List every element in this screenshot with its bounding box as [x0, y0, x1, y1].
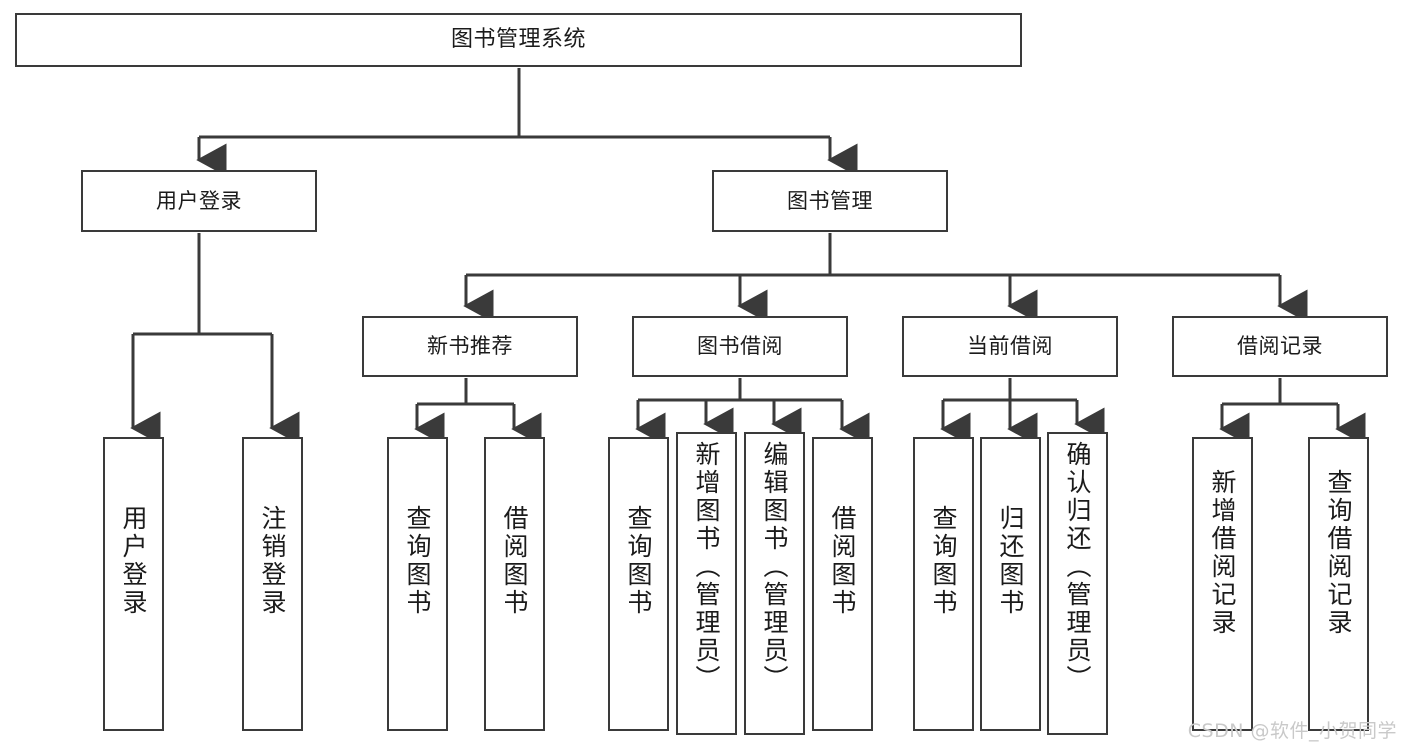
node-borrowing-record[interactable]: 借阅记录 — [1172, 316, 1388, 377]
node-label: 查询图书 — [403, 505, 432, 617]
leaf-add-borrow-record[interactable]: 新增借阅记录 — [1192, 437, 1253, 731]
leaf-logout-login[interactable]: 注销登录 — [242, 437, 303, 731]
node-new-book-recommendation[interactable]: 新书推荐 — [362, 316, 578, 377]
node-label: 确认归还（管理员） — [1063, 441, 1092, 693]
leaf-add-book-admin[interactable]: 新增图书（管理员） — [676, 432, 737, 735]
node-current-borrowing[interactable]: 当前借阅 — [902, 316, 1118, 377]
node-label: 图书借阅 — [697, 334, 783, 359]
node-label: 借阅图书 — [500, 505, 529, 617]
node-book-management[interactable]: 图书管理 — [712, 170, 948, 232]
leaf-return-book[interactable]: 归还图书 — [980, 437, 1041, 731]
node-label: 查询图书 — [929, 505, 958, 617]
node-label: 编辑图书（管理员） — [760, 441, 789, 693]
node-label: 新书推荐 — [427, 334, 513, 359]
leaf-query-book-3[interactable]: 查询图书 — [913, 437, 974, 731]
leaf-edit-book-admin[interactable]: 编辑图书（管理员） — [744, 432, 805, 735]
node-label: 图书管理系统 — [450, 27, 586, 53]
node-label: 当前借阅 — [967, 334, 1053, 359]
node-label: 新增借阅记录 — [1208, 469, 1237, 637]
node-label: 借阅图书 — [828, 505, 857, 617]
node-label: 借阅记录 — [1237, 334, 1323, 359]
node-book-borrowing[interactable]: 图书借阅 — [632, 316, 848, 377]
csdn-watermark: CSDN @软件_小贺同学 — [1187, 720, 1397, 742]
node-label: 查询图书 — [624, 505, 653, 617]
node-label: 注销登录 — [258, 505, 287, 617]
leaf-query-borrow-record[interactable]: 查询借阅记录 — [1308, 437, 1369, 731]
leaf-user-login[interactable]: 用户登录 — [103, 437, 164, 731]
leaf-borrow-book-1[interactable]: 借阅图书 — [484, 437, 545, 731]
node-label: 用户登录 — [156, 188, 242, 213]
leaf-borrow-book-2[interactable]: 借阅图书 — [812, 437, 873, 731]
node-label: 查询借阅记录 — [1324, 469, 1353, 637]
node-label: 用户登录 — [119, 505, 148, 617]
node-root-system[interactable]: 图书管理系统 — [15, 13, 1022, 67]
node-label: 归还图书 — [996, 505, 1025, 617]
node-user-login[interactable]: 用户登录 — [81, 170, 317, 232]
leaf-confirm-return-admin[interactable]: 确认归还（管理员） — [1047, 432, 1108, 735]
node-label: 新增图书（管理员） — [692, 441, 721, 693]
leaf-query-book-1[interactable]: 查询图书 — [387, 437, 448, 731]
leaf-query-book-2[interactable]: 查询图书 — [608, 437, 669, 731]
node-label: 图书管理 — [787, 188, 873, 213]
